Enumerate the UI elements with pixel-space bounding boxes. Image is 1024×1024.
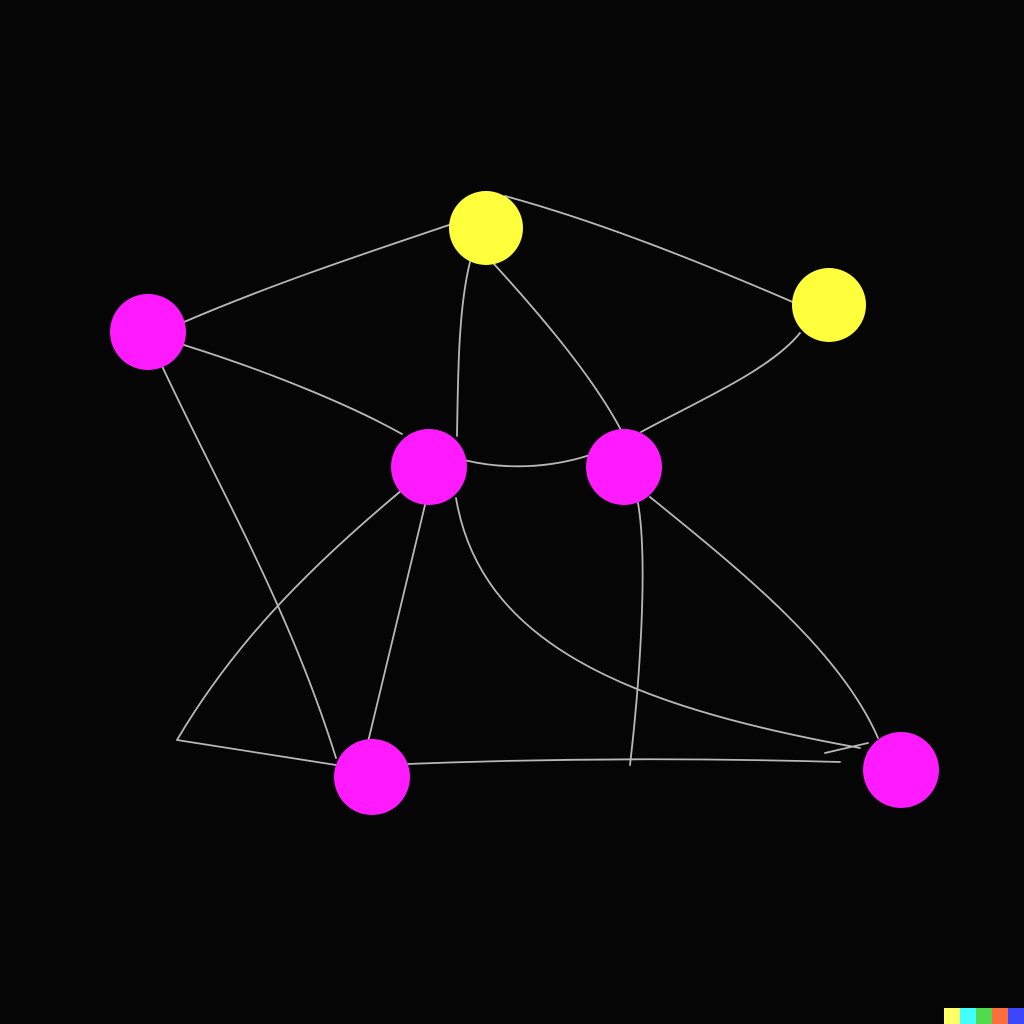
- edge-center-left-bottom-left: [367, 504, 426, 743]
- edge-center-left-bottom-right: [455, 497, 861, 749]
- edge-left-bottom-left: [161, 365, 337, 759]
- edge-left-top-center: [183, 223, 453, 323]
- node-center-right: [586, 429, 662, 505]
- node-center-left: [391, 429, 467, 505]
- watermark-swatch: [960, 1008, 976, 1024]
- node-bottom-left: [334, 739, 410, 815]
- edge-center-left-center-right: [463, 454, 591, 468]
- color-watermark: [944, 1008, 1024, 1024]
- edge-center-right-bottom-edge: [629, 502, 644, 766]
- watermark-swatch: [1008, 1008, 1024, 1024]
- node-bottom-right: [863, 732, 939, 808]
- edge-top-center-top-right: [504, 195, 796, 304]
- edge-center-right-top-right: [640, 332, 801, 433]
- edge-center-right-bottom-right: [649, 496, 879, 739]
- edge-bottom-left-bottom-right: [407, 742, 869, 765]
- edge-layer: [161, 195, 879, 766]
- node-top-right: [792, 268, 866, 342]
- edge-center-left-bottom-left: [176, 489, 403, 766]
- edge-top-center-center-left: [456, 261, 471, 437]
- watermark-swatch: [976, 1008, 992, 1024]
- edge-left-center-left: [183, 344, 403, 435]
- edge-top-center-center-right: [493, 263, 623, 433]
- node-left: [110, 294, 186, 370]
- node-layer: [110, 191, 939, 815]
- watermark-swatch: [944, 1008, 960, 1024]
- watermark-swatch: [992, 1008, 1008, 1024]
- node-top-center: [449, 191, 523, 265]
